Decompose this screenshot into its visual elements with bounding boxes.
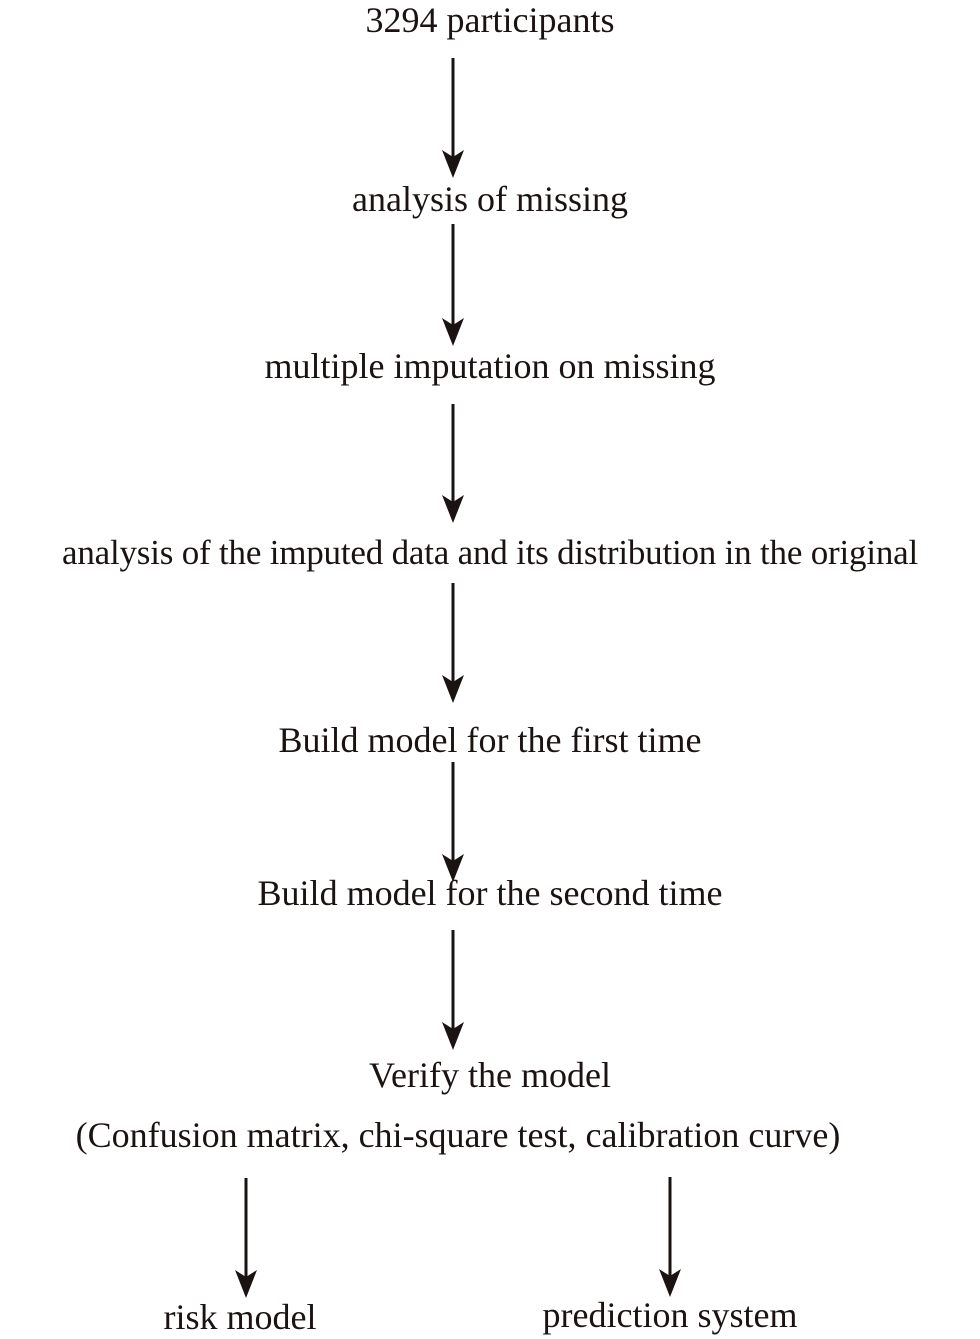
step-verify-methods: (Confusion matrix, chi-square test, cali… — [75, 1115, 841, 1155]
outcome-prediction-system: prediction system — [542, 1295, 798, 1335]
step-multiple-imputation: multiple imputation on missing — [264, 346, 716, 386]
step-verify-model: Verify the model — [369, 1055, 611, 1095]
step-build-model-first: Build model for the first time — [278, 720, 702, 760]
outcome-risk-model: risk model — [163, 1297, 317, 1337]
arrow-7-left — [235, 1178, 257, 1298]
step-participants: 3294 participants — [365, 0, 615, 40]
step-analysis-of-missing: analysis of missing — [352, 179, 628, 219]
arrow-5 — [442, 762, 464, 882]
step-build-model-second: Build model for the second time — [257, 873, 723, 913]
arrow-1 — [442, 58, 464, 178]
step-imputed-data-analysis: analysis of the imputed data and its dis… — [61, 533, 919, 572]
arrow-6 — [442, 930, 464, 1050]
arrow-3 — [442, 404, 464, 523]
arrow-4 — [442, 583, 464, 703]
arrow-7-right — [659, 1177, 681, 1297]
arrow-2 — [442, 224, 464, 346]
